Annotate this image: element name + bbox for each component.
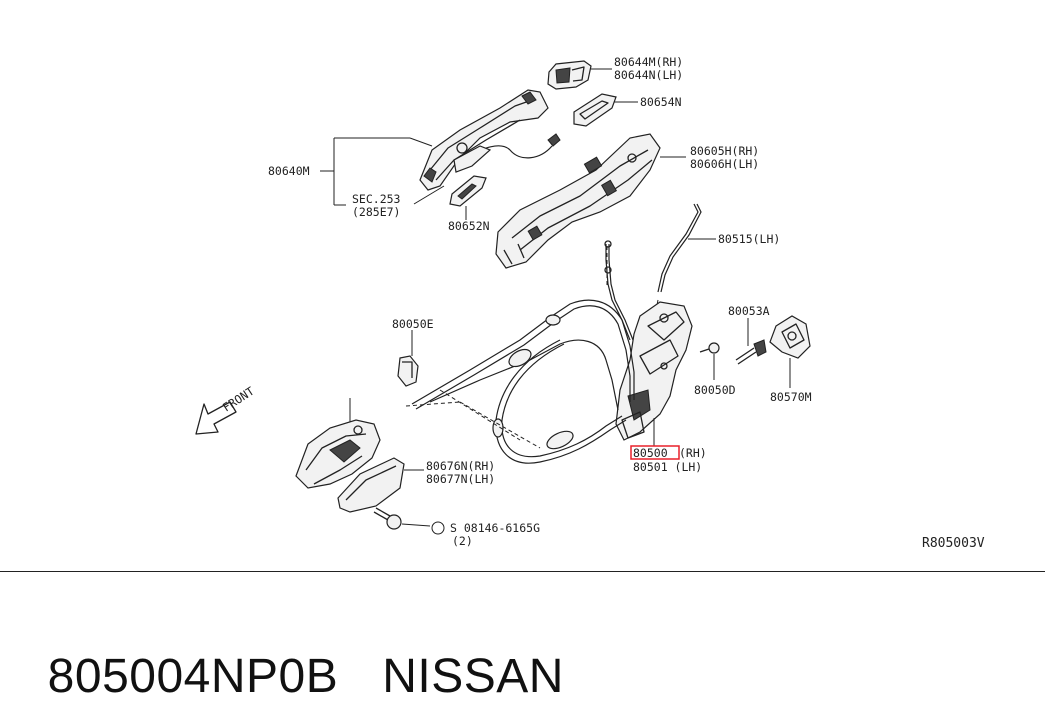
- part-caption: 805004NP0B NISSAN: [20, 594, 564, 703]
- highlighted-part-box: [630, 445, 680, 460]
- striker-80570m-part: [769, 315, 811, 359]
- label-striker-80570m: 80570M: [770, 390, 812, 404]
- label-ref-code: R805003V: [922, 536, 985, 551]
- label-escutcheon-rh: 80676N(RH): [426, 459, 495, 473]
- brand-name: NISSAN: [382, 650, 564, 703]
- label-handle-cover-rh: 80644M(RH): [614, 55, 683, 69]
- part-number: 805004NP0B: [47, 650, 339, 703]
- label-lock-lh: 80501 (LH): [633, 460, 702, 474]
- label-bolt-qty: (2): [452, 534, 473, 548]
- bolt-part: [373, 507, 402, 530]
- screw-80053a-part: [735, 339, 767, 365]
- label-sec-285e7: (285E7): [352, 205, 400, 219]
- label-screw-80053a: 80053A: [728, 304, 770, 318]
- label-lock-rh-suffix: (RH): [679, 446, 707, 460]
- label-bracket-rh: 80605H(RH): [690, 144, 759, 158]
- rod-80515-part: [657, 203, 702, 293]
- label-handle-cover-lh: 80644N(LH): [614, 68, 683, 82]
- outside-handle-part: [419, 89, 549, 191]
- screw-80050d-part: [699, 342, 720, 354]
- label-bolt: S 08146-6165G: [450, 521, 540, 535]
- label-handle-80640m: 80640M: [268, 164, 310, 178]
- label-gasket-80652n: 80652N: [448, 219, 490, 233]
- label-gasket-80654n: 80654N: [640, 95, 682, 109]
- inside-handle-part: [295, 419, 381, 489]
- label-lock-rh-code: 80500: [633, 446, 668, 460]
- handle-cover-part: [547, 60, 592, 90]
- gasket-80654n-part: [573, 93, 617, 127]
- label-clip-80050e: 80050E: [392, 317, 434, 331]
- escutcheon-part: [337, 457, 405, 513]
- label-bracket-lh: 80606H(LH): [690, 157, 759, 171]
- door-lock-parts-diagram: 80644M(RH) 80644N(LH) 80654N 80640M SEC.…: [195, 55, 985, 551]
- label-escutcheon-lh: 80677N(LH): [426, 472, 495, 486]
- gasket-80652n-part: [449, 175, 487, 207]
- handle-bracket-part: [495, 133, 661, 269]
- divider-line: [0, 571, 1045, 572]
- label-front: FRONT: [220, 384, 257, 415]
- label-screw-80050d: 80050D: [694, 383, 736, 397]
- clip-80050e-part: [397, 355, 419, 387]
- label-sec-253: SEC.253: [352, 192, 401, 206]
- label-rod-80515: 80515(LH): [718, 232, 780, 246]
- front-arrow-icon: [195, 401, 237, 435]
- handle-sensor-part: [453, 145, 492, 173]
- door-lock-actuator-part: [615, 301, 693, 441]
